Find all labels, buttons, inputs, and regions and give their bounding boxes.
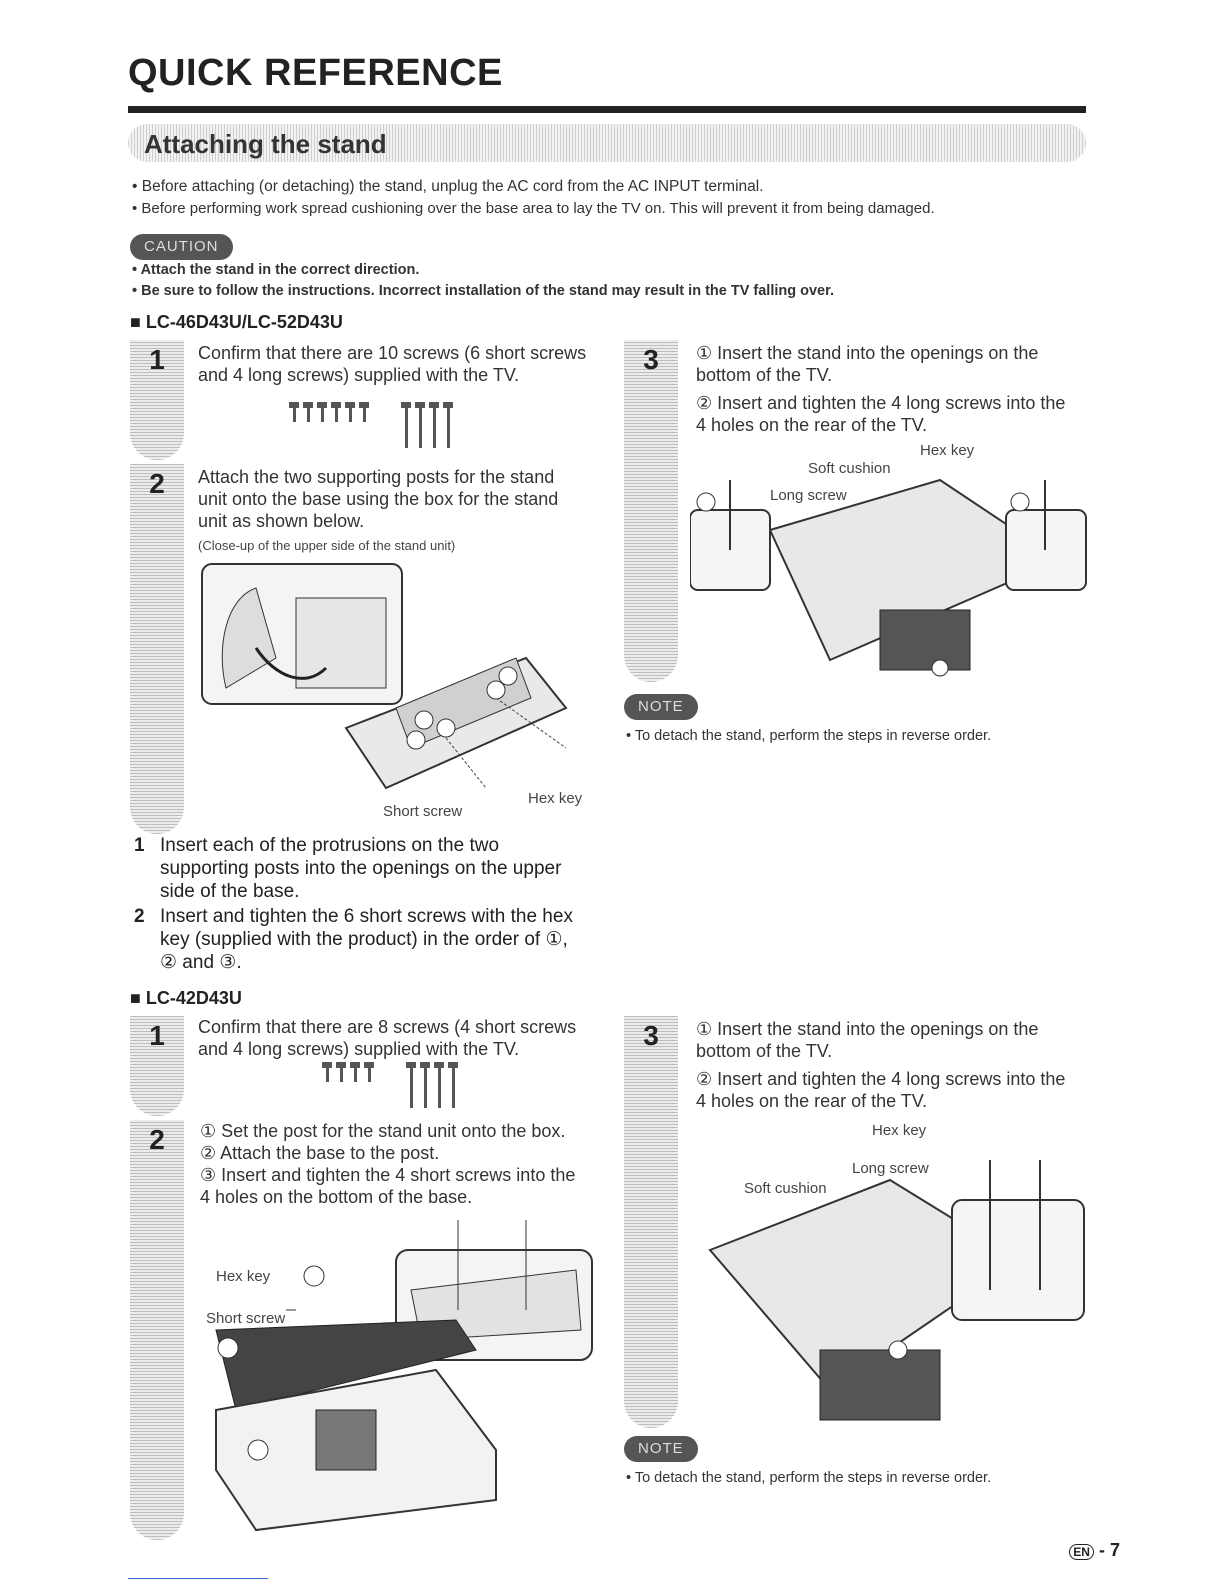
note-badge: NOTE — [624, 694, 698, 720]
label-short-screw: Short screw — [383, 803, 463, 820]
note-text: To detach the stand, perform the steps i… — [626, 1470, 991, 1486]
screws-illustration — [322, 1062, 458, 1108]
caution-badge: CAUTION — [130, 234, 233, 260]
step-item-1: ① Insert the stand into the openings on … — [696, 1019, 1039, 1061]
step-bar — [130, 464, 184, 834]
step-number: 1 — [149, 1020, 165, 1051]
step-text: Confirm that there are 10 screws (6 shor… — [198, 343, 587, 385]
step-number: 2 — [149, 1124, 165, 1155]
step-item-2: ② Insert and tighten the 4 long screws i… — [696, 1069, 1066, 1111]
step-item-1: ① Set the post for the stand unit onto t… — [200, 1121, 566, 1141]
label-soft-cushion: Soft cushion — [808, 460, 891, 477]
label-long-screw: Long screw — [770, 487, 847, 504]
page-title: QUICK REFERENCE — [128, 52, 503, 94]
caution-item: Be sure to follow the instructions. Inco… — [132, 283, 834, 299]
step-number: 1 — [149, 344, 165, 375]
label-short-screw: Short screw — [206, 1310, 286, 1327]
step-note: (Close-up of the upper side of the stand… — [198, 538, 456, 553]
footer-link-line — [128, 1578, 268, 1579]
label-hex-key: Hex key — [528, 790, 583, 807]
label-hex-key: Hex key — [872, 1122, 927, 1139]
step-text: Confirm that there are 8 screws (4 short… — [198, 1017, 577, 1059]
label-hex-key: Hex key — [216, 1268, 271, 1285]
model-heading: LC-42D43U — [130, 988, 242, 1009]
step-number: 2 — [149, 468, 165, 499]
step-bar — [624, 1016, 678, 1428]
step-bar — [130, 1016, 184, 1116]
section-banner: Attaching the stand — [128, 124, 1086, 162]
step-bar — [130, 1120, 184, 1540]
step-number: 3 — [643, 344, 659, 375]
label-long-screw: Long screw — [852, 1160, 929, 1177]
step-bar — [130, 340, 184, 460]
model-heading: LC-46D43U/LC-52D43U — [130, 312, 343, 333]
section-title: Attaching the stand — [144, 129, 387, 159]
page-number: EN - 7 — [1069, 1540, 1120, 1561]
label-soft-cushion: Soft cushion — [744, 1180, 827, 1197]
step-bar — [624, 340, 678, 682]
tv-rear-illustration — [708, 1160, 1085, 1421]
step-item-2: ② Attach the base to the post. — [200, 1143, 440, 1163]
step-text: Attach the two supporting posts for the … — [198, 467, 559, 531]
intro-bullet: Before attaching (or detaching) the stan… — [132, 178, 764, 196]
stand-base-illustration — [201, 563, 568, 790]
stand-box-illustration — [215, 1220, 593, 1532]
step-item-3: ③ Insert and tighten the 4 short screws … — [200, 1165, 576, 1207]
step-number: 3 — [643, 1020, 659, 1051]
caution-item: Attach the stand in the correct directio… — [132, 262, 420, 278]
title-rule — [128, 106, 1086, 113]
tv-rear-illustration — [690, 478, 1087, 677]
step-item-1: ① Insert the stand into the openings on … — [696, 343, 1039, 385]
note-text: To detach the stand, perform the steps i… — [626, 728, 991, 744]
intro-bullet: Before performing work spread cushioning… — [132, 200, 934, 217]
step-item-2: ② Insert and tighten the 4 long screws i… — [696, 393, 1066, 435]
note-badge: NOTE — [624, 1436, 698, 1462]
screws-illustration — [289, 402, 453, 448]
label-hex-key: Hex key — [920, 442, 975, 459]
